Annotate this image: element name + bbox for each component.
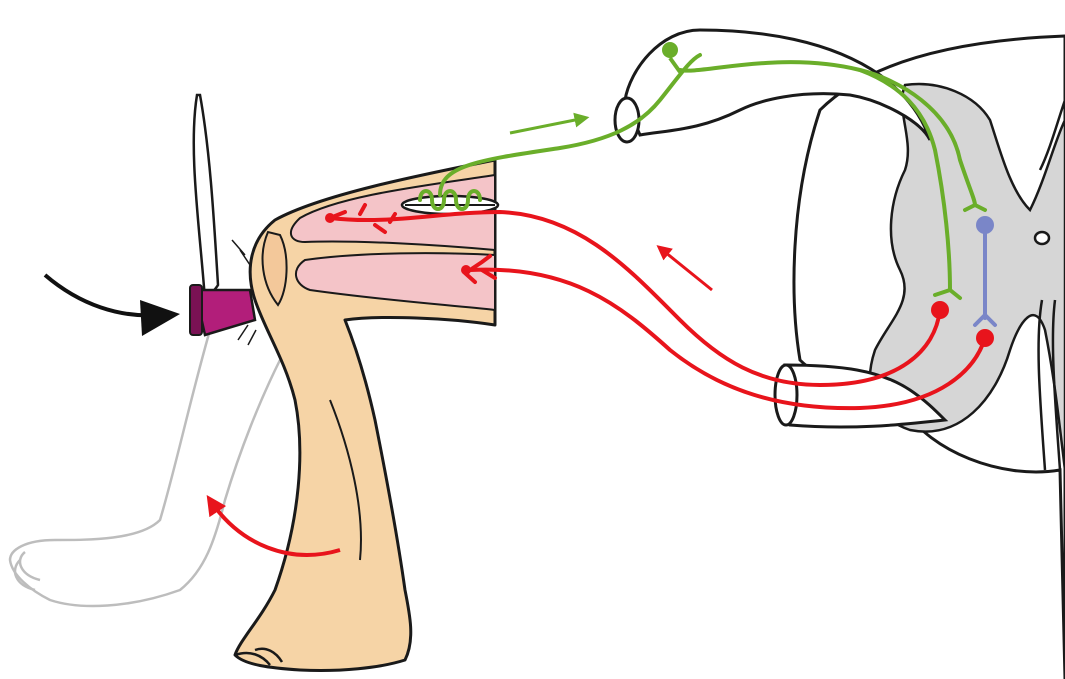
- ventral-root-cut-end: [775, 365, 797, 425]
- reflex-hammer: [190, 95, 256, 345]
- sensory-cell-body: [662, 42, 678, 58]
- sensory-direction-arrow: [510, 118, 585, 133]
- central-canal: [1035, 232, 1049, 244]
- hammer-handle: [194, 95, 218, 300]
- motor-cell-body-2: [976, 329, 994, 347]
- motor-end-plate-1: [325, 213, 335, 223]
- motor-end-plate-2: [461, 265, 471, 275]
- tap-direction-arrow: [45, 275, 180, 336]
- interneuron-cell-body: [976, 216, 994, 234]
- motor-direction-arrow: [660, 248, 712, 290]
- raised-leg-ghost: [10, 330, 280, 606]
- motor-cell-body-1: [931, 301, 949, 319]
